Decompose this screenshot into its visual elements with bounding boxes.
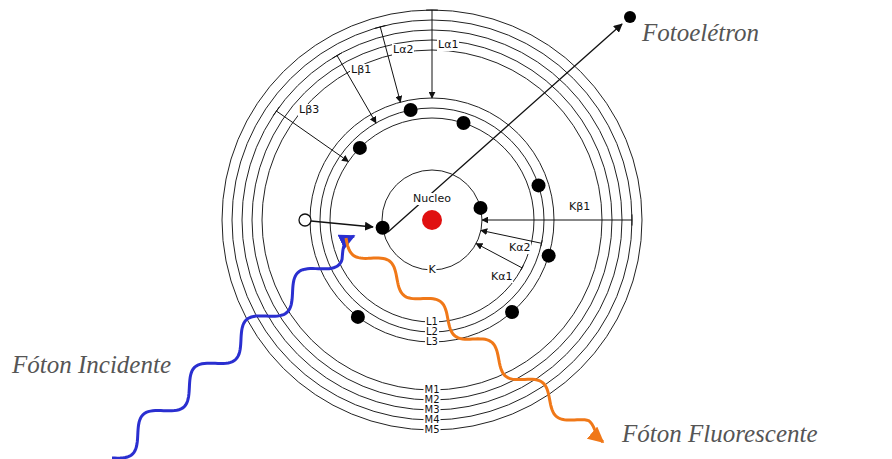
transition-label: Lβ3 (298, 104, 320, 116)
transition-label: Lα1 (437, 39, 459, 51)
incident-photon-wave (112, 236, 354, 458)
shell-label: M2 (424, 395, 441, 405)
l-alpha1-transition (432, 10, 433, 98)
shell-label: M4 (424, 415, 441, 425)
photoelectron-path (388, 24, 622, 232)
electron (351, 310, 365, 324)
l-beta3-transition (276, 111, 348, 161)
l-beta1-transition (337, 55, 376, 123)
vacancy-arrow (311, 221, 373, 227)
m5-shell (222, 10, 642, 430)
electron (376, 221, 390, 235)
transition-label: Lα2 (392, 44, 414, 56)
transition-tick (426, 10, 438, 11)
electron (474, 201, 488, 215)
transition-tick (273, 107, 279, 116)
shell-label: L1 (425, 317, 439, 327)
transition-tick (332, 53, 341, 58)
transition-label: Kα2 (508, 242, 531, 254)
transition-label: Lβ1 (350, 64, 372, 76)
electron (353, 141, 367, 155)
shell-label: M3 (424, 405, 441, 415)
fluorescent-photon-wave (346, 238, 603, 442)
k-beta1-transition (482, 220, 632, 221)
electron (404, 103, 418, 117)
shell-label: L2 (425, 327, 439, 337)
transition-tick (521, 265, 524, 270)
nucleus-label: Nucleo (412, 193, 452, 205)
shell-label: K (427, 264, 436, 276)
photoelectron-label: Fotoelétron (642, 19, 759, 47)
transition-tick (541, 240, 542, 246)
fluorescent-photon-label: Fóton Fluorescente (622, 420, 818, 448)
nucleus (422, 210, 442, 230)
k-shell (382, 170, 482, 270)
photoelectron (624, 11, 636, 23)
electron (532, 178, 546, 192)
shell-label: M1 (424, 385, 441, 395)
shell-label: L3 (425, 337, 439, 347)
vacancy (299, 214, 311, 226)
incident-photon-label: Fóton Incidente (12, 351, 171, 379)
transition-tick (631, 214, 632, 225)
electron (457, 116, 471, 130)
electron (542, 249, 556, 263)
electron (505, 305, 519, 319)
l-alpha2-transition (380, 27, 400, 102)
transition-tick (375, 25, 386, 28)
transition-label: Kα1 (490, 271, 513, 283)
transition-label: Kβ1 (568, 201, 591, 213)
shell-label: M5 (424, 425, 441, 435)
